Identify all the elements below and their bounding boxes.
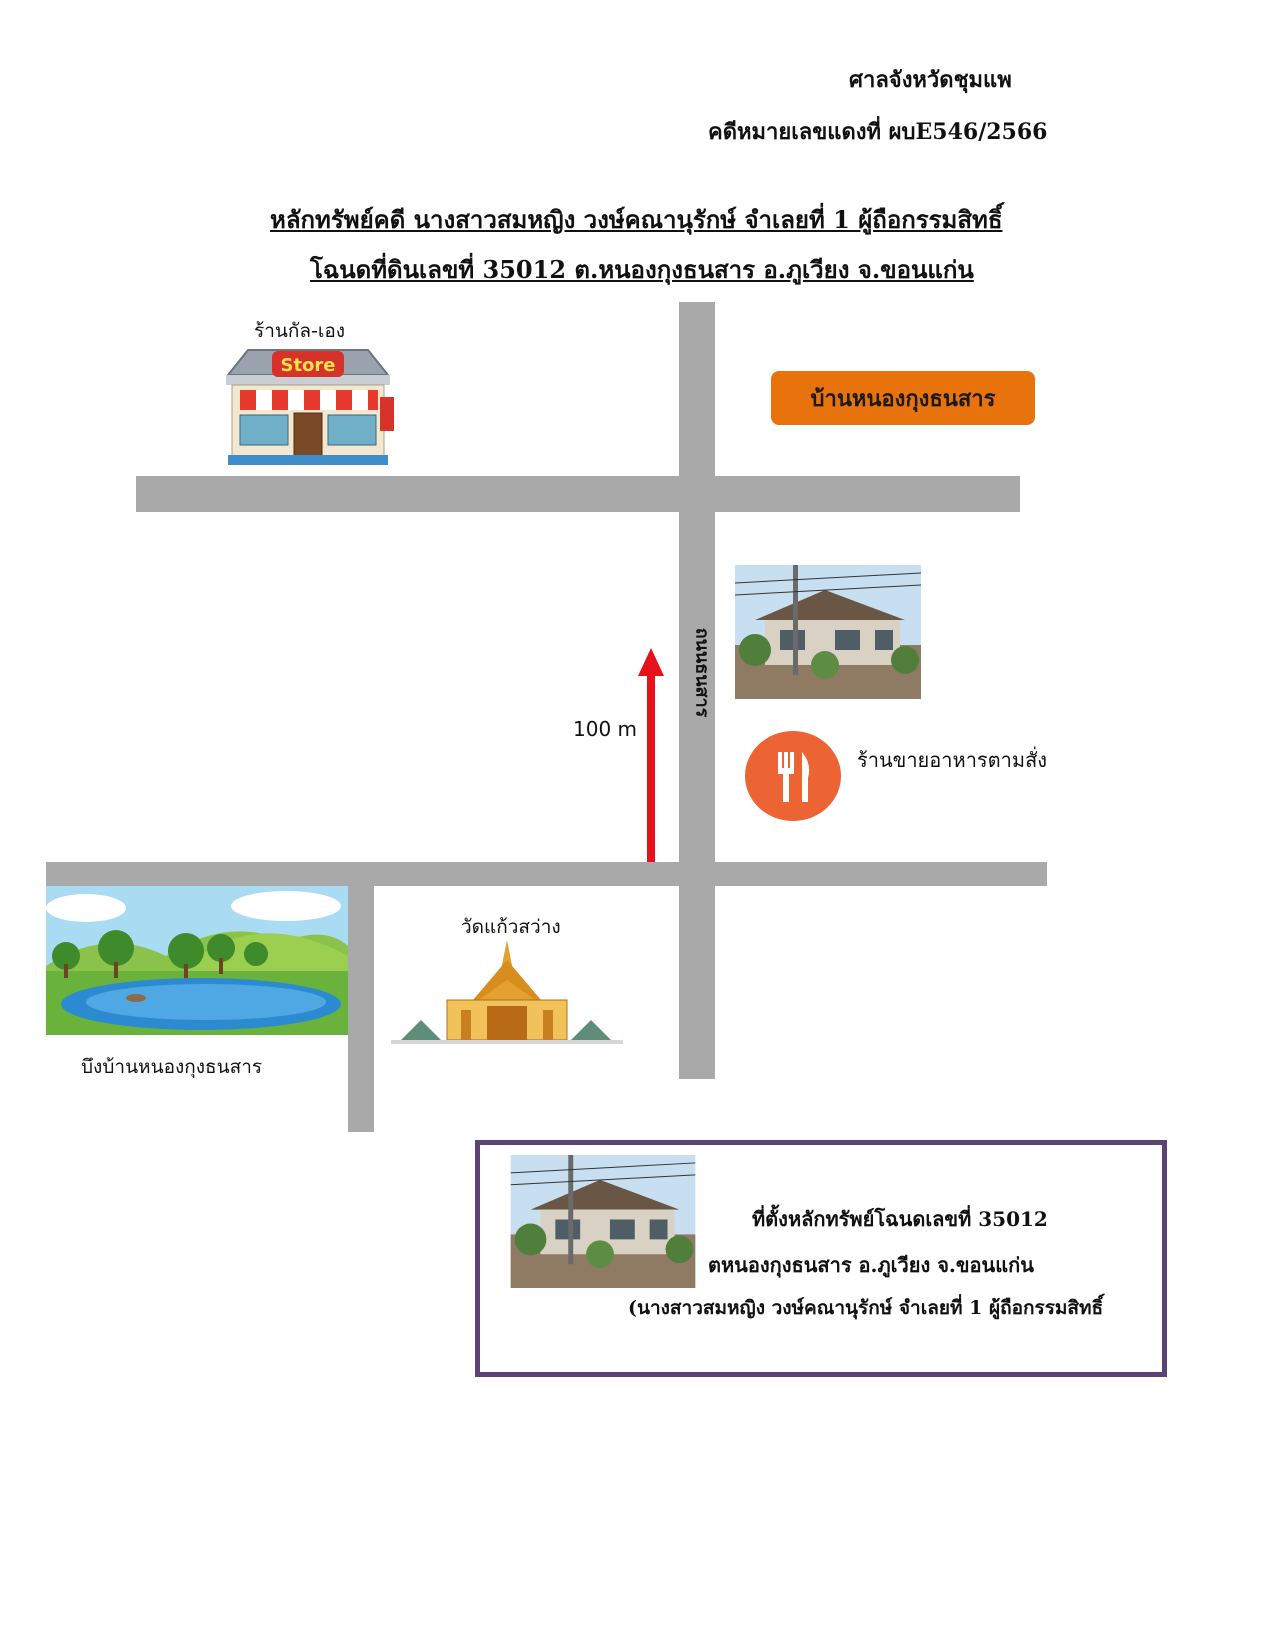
pond-scene (46, 886, 348, 1035)
road-upper-horizontal (136, 476, 1020, 512)
property-line-1: ที่ตั้งหลักทรัพย์โฉนดเลขที่ 35012 (752, 1207, 1048, 1231)
road-side-vertical (348, 886, 374, 1132)
temple-icon (391, 940, 623, 1044)
road-name-label: ถนนธนสาร (691, 627, 713, 717)
property-info-box (475, 1140, 1167, 1377)
restaurant-icon (745, 731, 841, 821)
store-label: ร้านกัล-เอง (254, 320, 346, 342)
restaurant-label: ร้านขายอาหารตามสั่ง (857, 748, 1048, 772)
distance-label: 100 m (573, 717, 638, 741)
up-arrow-icon (638, 648, 664, 862)
property-line-3: (นางสาวสมหญิง วงษ์คณานุรักษ์ จำเลยที่ 1 … (628, 1297, 1104, 1319)
title-line-1: หลักทรัพย์คดี นางสาวสมหญิง วงษ์คณานุรักษ… (270, 205, 1003, 234)
pond-label: บึงบ้านหนองกุงธนสาร (81, 1056, 263, 1078)
property-line-2: ตหนองกุงธนสาร อ.ภูเวียง จ.ขอนแก่น (708, 1253, 1034, 1277)
temple-label: วัดแก้วสว่าง (461, 916, 561, 938)
road-lower-horizontal (46, 862, 1047, 886)
court-name: ศาลจังหวัดชุมแพ (849, 67, 1012, 93)
village-badge: บ้านหนองกุงธนสาร (771, 371, 1035, 425)
property-photo (510, 1155, 696, 1288)
house-photo (735, 565, 921, 699)
road-north-vertical (679, 302, 715, 1079)
store-icon: Store (225, 349, 394, 465)
store-sign-text: Store (280, 355, 335, 376)
title-line-2: โฉนดที่ดินเลขที่ 35012 ต.หนองกุงธนสาร อ.… (310, 255, 974, 284)
case-number: คดีหมายเลขแดงที่ ผบE546/2566 (708, 119, 1048, 145)
